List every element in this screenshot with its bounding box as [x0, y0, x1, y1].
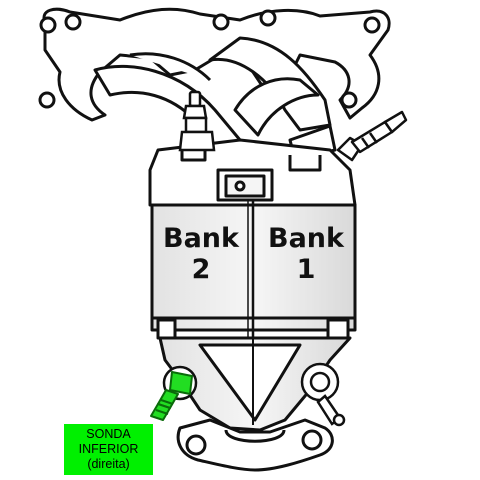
bank1-number: 1	[297, 254, 316, 285]
bank-labels: Bank 2 Bank 1	[163, 223, 345, 285]
sensor-label-box: SONDA INFERIOR (direita)	[64, 424, 153, 475]
bank1-title: Bank	[268, 223, 345, 254]
sensor-label-line3: (direita)	[87, 457, 130, 471]
bank2-number: 2	[192, 254, 211, 285]
manifold-flange	[38, 7, 391, 122]
lower-cone	[158, 336, 352, 432]
sensor-label-line1: SONDA	[86, 427, 131, 441]
upper-oxygen-sensor	[178, 90, 216, 152]
right-lower-boss	[300, 362, 346, 427]
outlet-flange	[176, 418, 334, 472]
side-sensor	[336, 110, 408, 162]
lower-oxygen-sensor-highlighted	[150, 365, 198, 421]
bank2-title: Bank	[163, 223, 240, 254]
sensor-label-line2: INFERIOR	[78, 442, 139, 456]
